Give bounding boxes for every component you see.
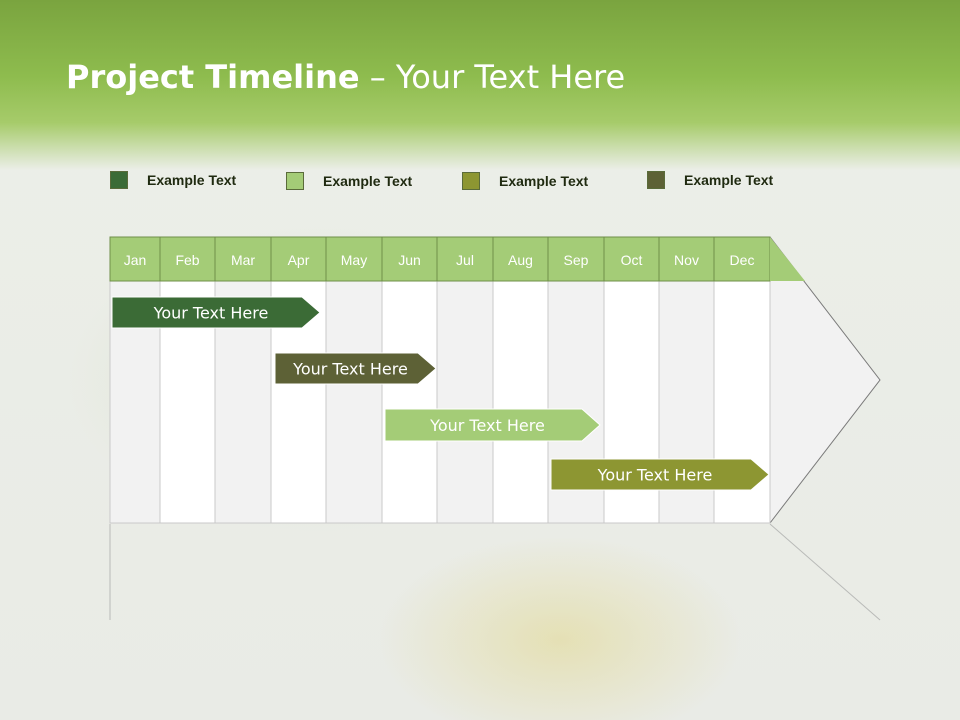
legend-swatch-1: [110, 171, 128, 189]
title-rest: – Your Text Here: [359, 58, 626, 96]
slide-title: Project Timeline – Your Text Here: [66, 58, 625, 96]
month-label: Apr: [288, 252, 310, 268]
legend-label-1: Example Text: [147, 172, 237, 188]
month-header-jul: [436, 236, 494, 282]
task-bar-label-4: Your Text Here: [597, 466, 713, 485]
month-header-sep: [547, 236, 605, 282]
month-column-aug: [492, 280, 549, 524]
month-label: Mar: [231, 252, 255, 268]
legend-label-4: Example Text: [684, 172, 774, 188]
month-column-jun: [381, 280, 438, 524]
month-label: May: [341, 252, 367, 268]
month-header-dec: [713, 236, 771, 282]
timeline-reflection: [109, 523, 881, 621]
task-bar-4[interactable]: [550, 458, 770, 491]
month-label: Jul: [456, 252, 474, 268]
month-header-jan: [109, 236, 161, 282]
legend-swatch-2: [286, 172, 304, 190]
month-header-feb: [159, 236, 216, 282]
month-label: Oct: [621, 252, 643, 268]
task-bar-label-3: Your Text Here: [429, 416, 545, 435]
task-bar-3[interactable]: [384, 408, 601, 442]
month-label: Aug: [508, 252, 533, 268]
month-header-apr: [270, 236, 327, 282]
month-column-may: [325, 280, 383, 524]
month-header-mar: [214, 236, 272, 282]
legend-swatch-3: [462, 172, 480, 190]
task-bar-label-1: Your Text Here: [153, 304, 269, 323]
task-bar-label-2: Your Text Here: [292, 360, 408, 379]
title-bold: Project Timeline: [66, 58, 360, 96]
month-header-nov: [658, 236, 715, 282]
month-label: Jun: [398, 252, 421, 268]
month-header-aug: [492, 236, 549, 282]
task-bar-2[interactable]: [274, 352, 437, 385]
month-label: Jan: [124, 252, 147, 268]
legend-swatch-4: [647, 171, 665, 189]
legend-label-2: Example Text: [323, 173, 413, 189]
month-label: Nov: [674, 252, 699, 268]
header-band: [0, 0, 960, 170]
month-label: Feb: [175, 252, 199, 268]
month-header-tip: [770, 237, 805, 281]
legend-label-3: Example Text: [499, 173, 589, 189]
month-label: Dec: [730, 252, 755, 268]
task-bar-1[interactable]: [111, 296, 321, 329]
month-column-jul: [436, 280, 494, 524]
month-header-oct: [603, 236, 660, 282]
month-label: Sep: [564, 252, 589, 268]
month-header-jun: [381, 236, 438, 282]
